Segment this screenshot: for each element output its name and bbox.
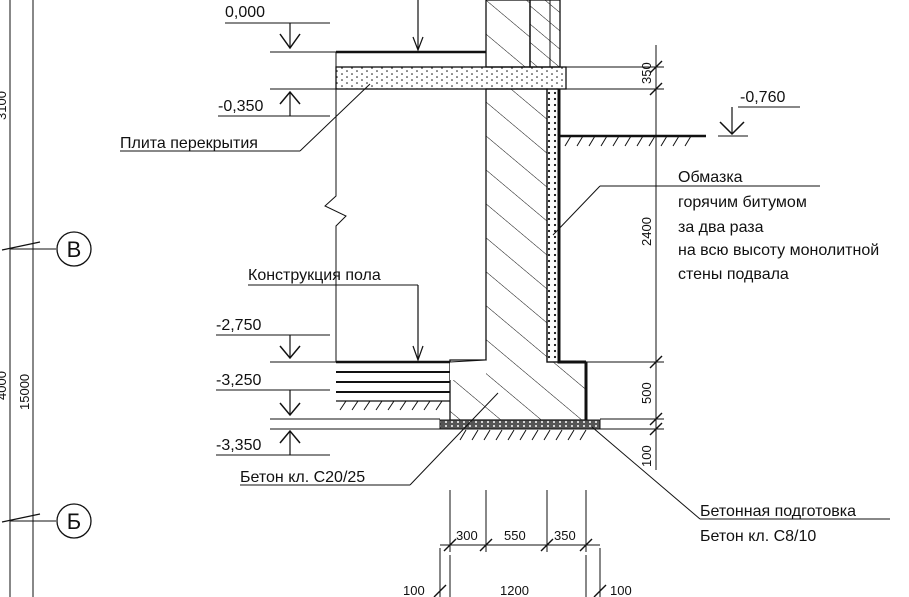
axis-label-v: В [67, 237, 82, 262]
level-2750: -2,750 [216, 317, 261, 334]
concrete-preparation [439, 419, 601, 430]
vertical-dimension-chain: 350 2400 500 100 [560, 45, 664, 470]
dim-h300: 300 [456, 528, 478, 543]
level-0350: -0,350 [218, 98, 263, 115]
ground-line [459, 134, 706, 441]
preparation-line1: Бетонная подготовка [700, 503, 856, 520]
floor-slab [335, 50, 567, 90]
coating-line-3: за два раза [678, 219, 764, 236]
dim-v100: 100 [639, 445, 654, 467]
dim-v350: 350 [639, 62, 654, 84]
level-marker-3250: -3,250 [216, 372, 440, 420]
level-marker-0760: -0,760 [718, 89, 800, 137]
slab-top-leader [412, 0, 424, 52]
dim-15000: 15000 [17, 374, 32, 410]
coating-line-1: Обмазка [678, 169, 743, 186]
coating-label: Обмазка горячим битумом за два раза на в… [552, 169, 879, 283]
preparation-line2: Бетон кл. С8/10 [700, 528, 816, 545]
level-3350: -3,350 [216, 437, 261, 454]
left-dimension-chain: 3100 4000 15000 [0, 0, 41, 597]
coating-line-5: стены подвала [678, 266, 789, 283]
level-marker-2750: -2,750 [216, 317, 336, 363]
level-3250: -3,250 [216, 372, 261, 389]
dim-h1200: 1200 [500, 583, 529, 597]
footing-concrete-text: Бетон кл. С20/25 [240, 469, 365, 486]
dim-h100a: 100 [403, 583, 425, 597]
level-marker-0350: -0,350 [218, 88, 336, 117]
dim-v500: 500 [639, 382, 654, 404]
floor-label: Конструкция пола [248, 267, 424, 362]
axis-label-b: Б [67, 509, 81, 534]
axis-marker-b: Б [10, 503, 92, 539]
level-0760: -0,760 [740, 89, 785, 106]
floor-construction [336, 360, 450, 411]
axis-marker-v: В [10, 231, 92, 267]
level-marker-3350: -3,350 [216, 428, 440, 456]
dim-v2400: 2400 [639, 217, 654, 246]
preparation-label: Бетонная подготовка Бетон кл. С8/10 [591, 426, 890, 545]
break-line [324, 52, 347, 362]
slab-label: Плита перекрытия [120, 83, 371, 152]
dim-h550: 550 [504, 528, 526, 543]
horizontal-dimension-chain-lower: 100 1200 100 [403, 548, 632, 597]
coating-line-2: горячим битумом [678, 194, 807, 211]
dim-3100: 3100 [0, 91, 9, 120]
level-marker-0000: 0,000 [225, 4, 336, 53]
footing-concrete-label: Бетон кл. С20/25 [240, 392, 499, 486]
dim-4000: 4000 [0, 371, 9, 400]
dim-h100b: 100 [610, 583, 632, 597]
basement-wall [449, 88, 588, 421]
level-0000: 0,000 [225, 4, 265, 21]
slab-label-text: Плита перекрытия [120, 135, 258, 152]
horizontal-dimension-chain-upper: 300 550 350 [440, 490, 600, 552]
dim-h350: 350 [554, 528, 576, 543]
floor-label-text: Конструкция пола [248, 267, 381, 284]
upper-wall [485, 0, 561, 68]
coating-line-4: на всю высоту монолитной [678, 242, 879, 259]
